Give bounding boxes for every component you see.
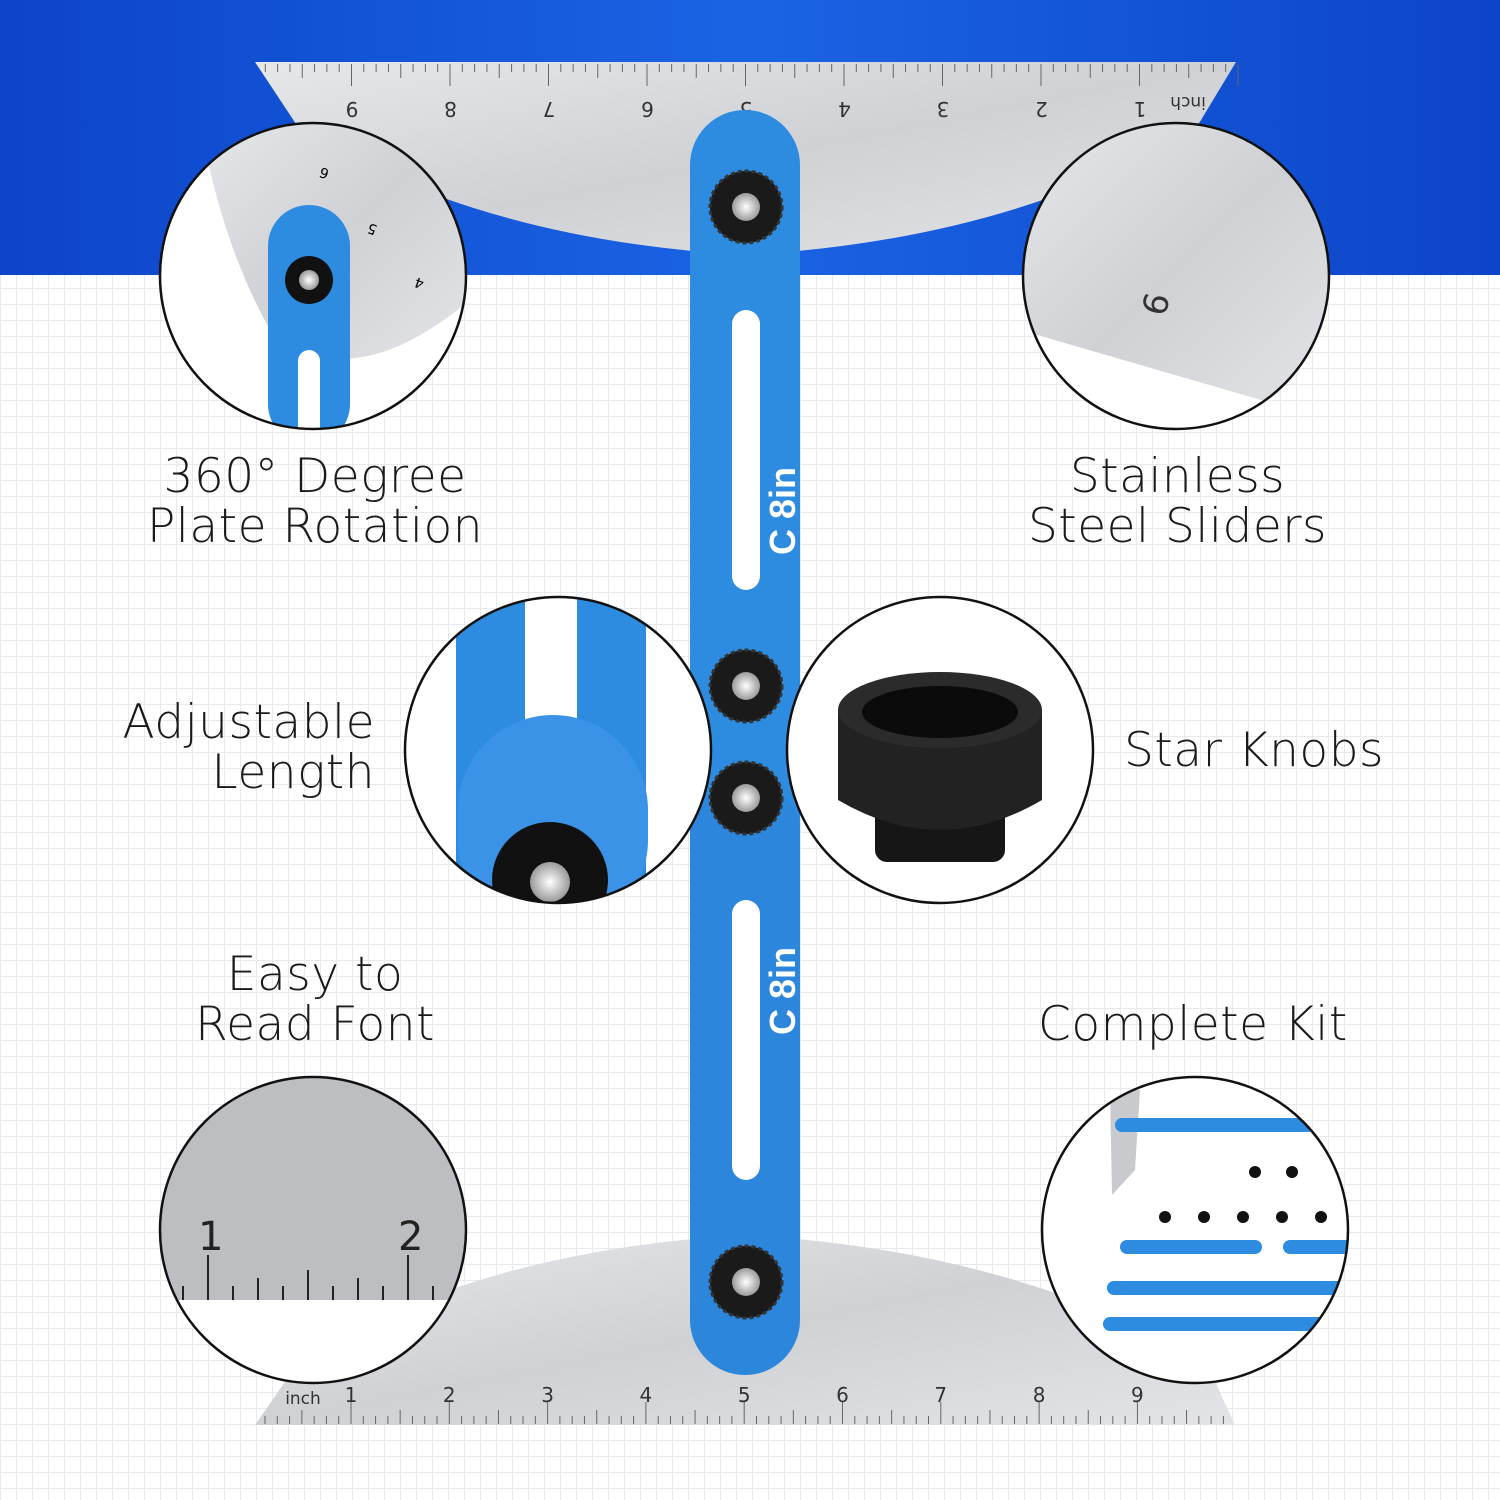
ruler-number: 3 (937, 97, 950, 121)
upper-slot (732, 310, 760, 590)
bar-mark-upper: C 8in (762, 467, 803, 555)
feature-line: Adjustable (122, 695, 375, 750)
feature-label-font: Easy to Read Font (130, 950, 500, 1050)
ruler-number: 1 (345, 1383, 358, 1407)
svg-text:2: 2 (398, 1214, 423, 1260)
feature-line: Easy to (226, 947, 404, 1002)
feature-label-length: Adjustable Length (60, 698, 375, 798)
bar-mark-lower: C 8in (762, 947, 803, 1035)
zoom-circle-steel: 6 (1021, 121, 1331, 431)
top-ruler-ticks (264, 64, 1239, 86)
ruler-number: 2 (1035, 97, 1048, 121)
feature-line: Plate Rotation (146, 499, 484, 554)
ruler-number: 5 (738, 1383, 751, 1407)
star-knob[interactable] (708, 1244, 784, 1320)
star-knobs (708, 169, 784, 1320)
ruler-number: 7 (934, 1383, 947, 1407)
lower-slot (732, 900, 760, 1180)
ruler-unit: inch (1170, 92, 1206, 112)
feature-line: Star Knobs (1124, 723, 1385, 778)
star-knob[interactable] (708, 648, 784, 724)
ruler-number: 4 (838, 97, 851, 121)
feature-line: Length (211, 745, 375, 800)
feature-label-steel: Stainless Steel Sliders (990, 452, 1365, 552)
ruler-number: 7 (543, 97, 556, 121)
zoom-circle-kit (1040, 1075, 1350, 1385)
bottom-ruler-ticks (264, 1402, 1224, 1424)
feature-line: Read Font (195, 997, 435, 1052)
ruler-number: 4 (640, 1383, 653, 1407)
ruler-number: 2 (443, 1383, 456, 1407)
feature-label-rotation: 360° Degree Plate Rotation (110, 452, 520, 552)
ruler-number: 8 (1033, 1383, 1046, 1407)
ruler-number: 6 (836, 1383, 849, 1407)
ruler-number: 6 (641, 97, 654, 121)
ruler-number: 1 (1134, 97, 1147, 121)
ruler-number: 9 (1131, 1383, 1144, 1407)
ruler-unit: inch (285, 1389, 321, 1409)
feature-line: 360° Degree (163, 449, 467, 504)
star-knob[interactable] (708, 760, 784, 836)
svg-text:1: 1 (198, 1214, 223, 1260)
feature-line: Steel Sliders (1027, 499, 1328, 554)
bottom-ruler-numbers: 1 2 3 4 5 6 7 8 9 inch (285, 1383, 1144, 1409)
zoom-circle-rotation: 6 5 4 (158, 121, 468, 431)
zoom-circle-knob (785, 595, 1095, 905)
star-knob[interactable] (708, 169, 784, 245)
ruler-number: 3 (541, 1383, 554, 1407)
zoom-circle-length (403, 595, 713, 905)
feature-line: Stainless (1069, 449, 1286, 504)
ruler-number: 9 (346, 97, 359, 121)
ruler-number: 8 (444, 97, 457, 121)
feature-label-kit: Complete Kit (1038, 1000, 1348, 1050)
feature-label-knobs: Star Knobs (1124, 726, 1384, 776)
feature-line: Complete Kit (1038, 997, 1348, 1052)
